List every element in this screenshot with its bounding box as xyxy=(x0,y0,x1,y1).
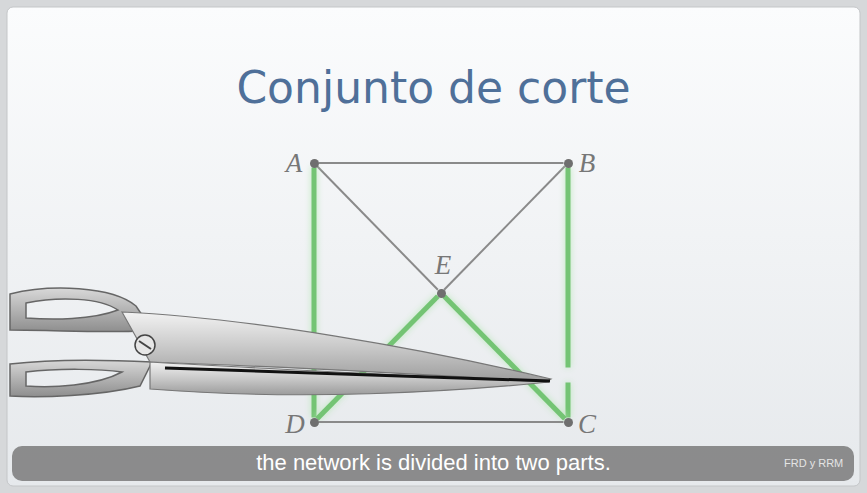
graph-vertex: D xyxy=(310,418,319,427)
graph-vertex: B xyxy=(564,159,573,168)
vertex-label: E xyxy=(435,252,452,279)
vertex-label: B xyxy=(579,150,596,177)
watermark: FRD y RRM xyxy=(784,457,843,469)
graph-vertex: C xyxy=(564,418,573,427)
graph-edge xyxy=(317,166,438,290)
subtitle-text: the network is divided into two parts. xyxy=(0,450,867,476)
vertex-label: C xyxy=(578,411,596,438)
cut-set-edge xyxy=(566,168,571,418)
vertex-label: A xyxy=(286,150,303,177)
slide-title: Conjunto de corte xyxy=(0,62,867,113)
vertex-label: D xyxy=(285,411,305,438)
cut-set-edge xyxy=(444,296,565,419)
graph-vertex: A xyxy=(310,159,319,168)
graph-edge xyxy=(444,166,565,290)
graph-edge xyxy=(319,162,564,164)
graph-vertex: E xyxy=(437,289,446,298)
graph-edge xyxy=(319,421,564,423)
